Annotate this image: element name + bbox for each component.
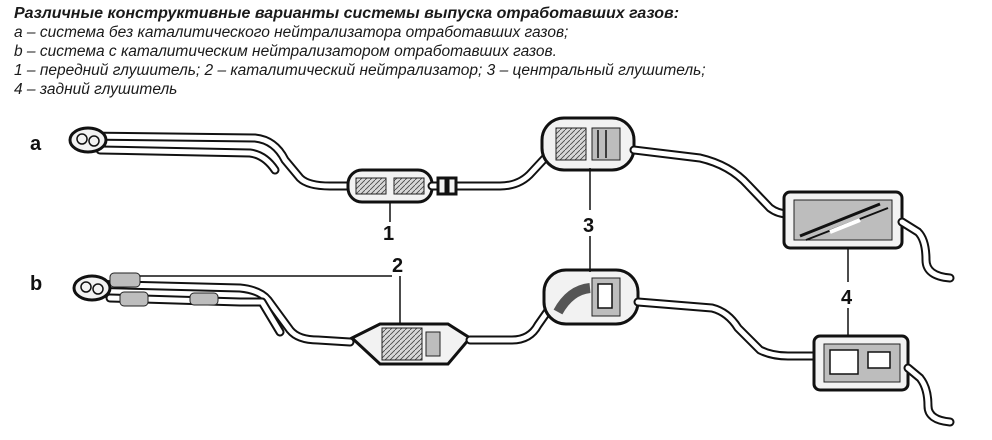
system-a-rear-muffler bbox=[782, 190, 904, 250]
callout-4: 4 bbox=[841, 287, 853, 309]
system-a-tailpipe bbox=[897, 217, 955, 283]
caption-line-b: b – система с каталитическим нейтрализат… bbox=[14, 43, 557, 60]
caption-line-parts: 1 – передний глушитель; 2 – каталитическ… bbox=[14, 62, 706, 79]
callout-1: 1 bbox=[383, 223, 394, 245]
system-a-mid-pipe bbox=[427, 153, 550, 196]
system-a bbox=[68, 116, 955, 283]
callout-leaders bbox=[140, 168, 849, 336]
system-b-mid-pipe bbox=[465, 300, 557, 345]
system-b-center-muffler bbox=[542, 268, 640, 326]
system-b-tailpipe bbox=[903, 363, 955, 427]
system-b-rear-pipe bbox=[633, 297, 823, 361]
caption-block: Различные конструктивные варианты систем… bbox=[14, 4, 984, 99]
caption-title: Различные конструктивные варианты систем… bbox=[14, 5, 680, 22]
caption-line-a: a – система без каталитического нейтрали… bbox=[14, 24, 569, 41]
system-b bbox=[72, 268, 955, 427]
system-a-rear-pipe bbox=[629, 145, 793, 219]
system-b-rear-muffler bbox=[812, 334, 910, 392]
system-b-front-pipe bbox=[72, 272, 355, 347]
system-b-label: b bbox=[30, 273, 42, 295]
callout-2: 2 bbox=[392, 255, 403, 277]
callout-3: 3 bbox=[583, 215, 594, 237]
system-a-center-muffler bbox=[540, 116, 636, 172]
caption-line-4: 4 – задний глушитель bbox=[14, 81, 178, 98]
system-a-front-muffler bbox=[346, 168, 434, 204]
system-a-label: a bbox=[30, 133, 42, 155]
system-a-front-pipe bbox=[68, 126, 355, 191]
system-b-catalytic-converter bbox=[349, 322, 473, 366]
